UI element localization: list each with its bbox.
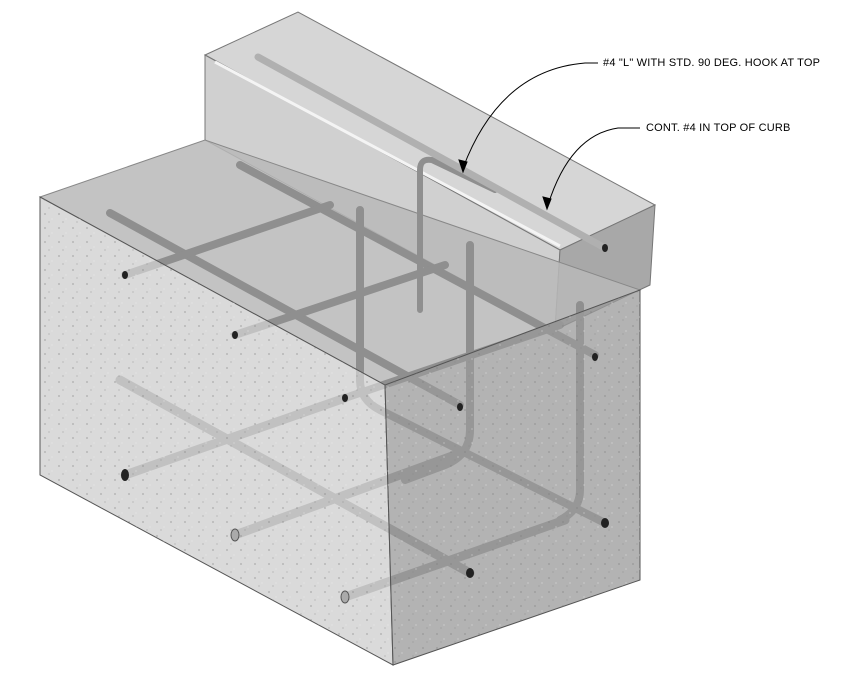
hook-bar-callout: #4 "L" WITH STD. 90 DEG. HOOK AT TOP [603, 57, 821, 69]
rebar-ends [121, 244, 609, 604]
curb-bar-callout: CONT. #4 IN TOP OF CURB [646, 122, 791, 134]
callout-leaders [458, 62, 640, 211]
